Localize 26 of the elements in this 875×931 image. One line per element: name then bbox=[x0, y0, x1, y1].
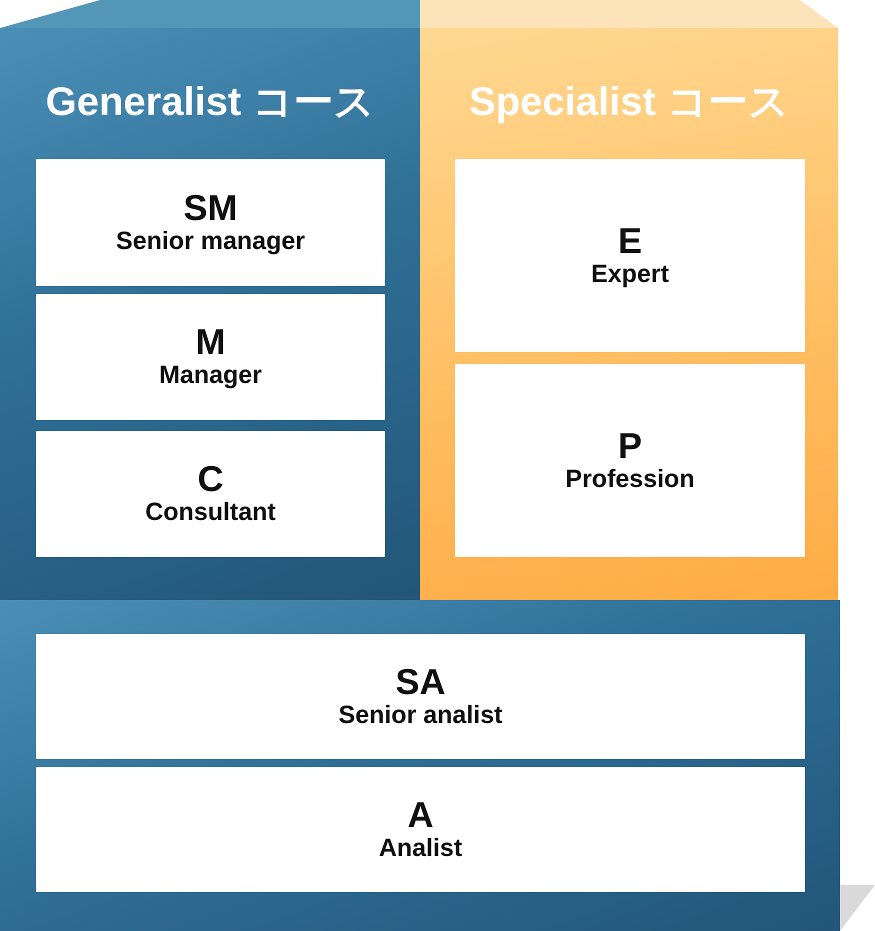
level-code: C bbox=[198, 461, 224, 497]
level-code: P bbox=[618, 428, 642, 464]
level-name: Manager bbox=[159, 360, 262, 390]
course-panel bbox=[0, 600, 840, 931]
level-code: E bbox=[618, 222, 642, 258]
level-card bbox=[36, 159, 385, 286]
level-code: M bbox=[196, 324, 226, 360]
level-card bbox=[455, 364, 805, 557]
course-panel bbox=[420, 28, 838, 600]
panel-heading: Generalist コース bbox=[44, 79, 376, 126]
level-card bbox=[455, 159, 805, 352]
course-panel bbox=[0, 28, 420, 600]
level-card bbox=[36, 294, 385, 420]
level-name: Expert bbox=[591, 258, 669, 288]
level-code: A bbox=[408, 796, 434, 832]
level-code: SA bbox=[395, 664, 446, 700]
level-code: SM bbox=[184, 190, 238, 226]
level-card bbox=[36, 634, 805, 759]
level-name: Senior manager bbox=[116, 226, 305, 256]
level-name: Senior analist bbox=[338, 700, 502, 730]
level-name: Profession bbox=[565, 464, 695, 494]
panel-heading: Specialist コース bbox=[468, 79, 790, 126]
level-name: Analist bbox=[378, 832, 462, 862]
level-card bbox=[36, 431, 385, 557]
level-name: Consultant bbox=[145, 497, 276, 527]
level-card bbox=[36, 767, 805, 892]
